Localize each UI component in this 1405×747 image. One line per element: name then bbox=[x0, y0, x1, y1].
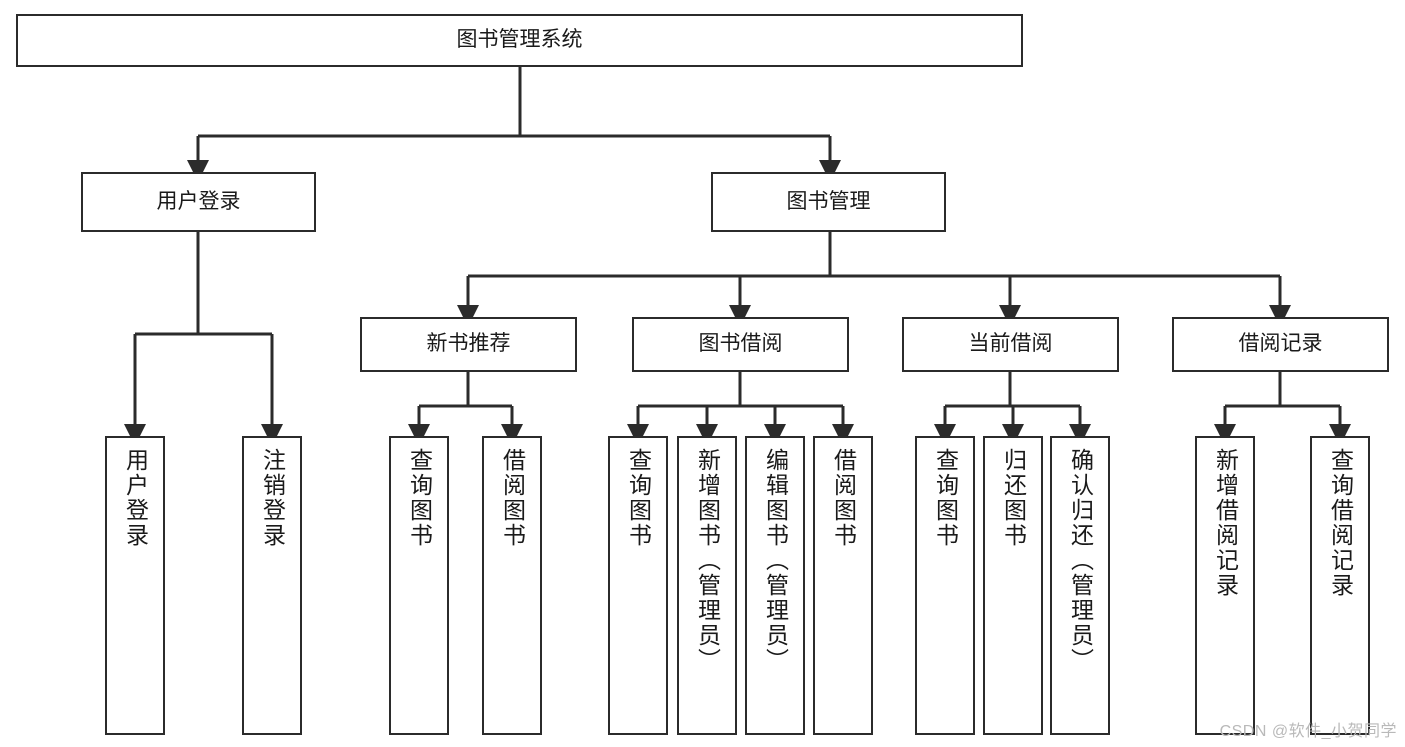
leaf-new-book-borrow[interactable]: 借阅图书 bbox=[482, 436, 542, 735]
arrowhead-leaf-5 bbox=[627, 424, 649, 446]
leaf-user-login-logout[interactable]: 注销登录 bbox=[242, 436, 302, 735]
leaf-label: 新增图书（管理员） bbox=[694, 448, 721, 673]
arrowhead-leaf-13 bbox=[1329, 424, 1351, 446]
leaf-label: 编辑图书（管理员） bbox=[762, 448, 789, 673]
leaf-borrow-edit-book-admin[interactable]: 编辑图书（管理员） bbox=[745, 436, 805, 735]
leaf-borrow-borrow-book[interactable]: 借阅图书 bbox=[813, 436, 873, 735]
node-root-book-management-system[interactable]: 图书管理系统 bbox=[16, 14, 1023, 67]
arrowhead-leaf-4 bbox=[501, 424, 523, 446]
leaf-label: 确认归还（管理员） bbox=[1067, 448, 1094, 673]
leaf-current-confirm-return-admin[interactable]: 确认归还（管理员） bbox=[1050, 436, 1110, 735]
node-book-management[interactable]: 图书管理 bbox=[711, 172, 946, 232]
leaf-label: 注销登录 bbox=[259, 448, 286, 548]
leaf-current-query-book[interactable]: 查询图书 bbox=[915, 436, 975, 735]
leaf-current-return-book[interactable]: 归还图书 bbox=[983, 436, 1043, 735]
arrowhead-new-book bbox=[457, 305, 479, 327]
arrowhead-leaf-1 bbox=[124, 424, 146, 446]
arrowhead-user-login bbox=[187, 160, 209, 182]
arrowhead-leaf-11 bbox=[1069, 424, 1091, 446]
arrowhead-leaf-7 bbox=[764, 424, 786, 446]
arrowhead-leaf-12 bbox=[1214, 424, 1236, 446]
arrowhead-leaf-9 bbox=[934, 424, 956, 446]
node-root-label: 图书管理系统 bbox=[456, 28, 583, 52]
node-new-book-recommend-label: 新书推荐 bbox=[426, 332, 511, 356]
node-book-management-label: 图书管理 bbox=[786, 189, 871, 213]
node-user-login[interactable]: 用户登录 bbox=[81, 172, 316, 232]
arrowhead-current-borrow bbox=[999, 305, 1021, 327]
leaf-record-add-record[interactable]: 新增借阅记录 bbox=[1195, 436, 1255, 735]
node-book-borrow-label: 图书借阅 bbox=[698, 332, 783, 356]
node-current-borrow[interactable]: 当前借阅 bbox=[902, 317, 1119, 372]
leaf-label: 借阅图书 bbox=[830, 448, 857, 548]
arrowhead-leaf-10 bbox=[1002, 424, 1024, 446]
node-book-borrow[interactable]: 图书借阅 bbox=[632, 317, 849, 372]
leaf-label: 新增借阅记录 bbox=[1212, 448, 1239, 598]
leaf-borrow-add-book-admin[interactable]: 新增图书（管理员） bbox=[677, 436, 737, 735]
node-borrow-record-label: 借阅记录 bbox=[1238, 332, 1323, 356]
leaf-label: 查询借阅记录 bbox=[1327, 448, 1354, 598]
node-new-book-recommend[interactable]: 新书推荐 bbox=[360, 317, 577, 372]
node-user-login-label: 用户登录 bbox=[156, 189, 241, 213]
leaf-label: 借阅图书 bbox=[499, 448, 526, 548]
leaf-label: 查询图书 bbox=[932, 448, 959, 548]
leaf-user-login-login[interactable]: 用户登录 bbox=[105, 436, 165, 735]
arrowhead-book-borrow bbox=[729, 305, 751, 327]
watermark-text: CSDN @软件_小贺同学 bbox=[1219, 723, 1397, 740]
arrowhead-borrow-record bbox=[1269, 305, 1291, 327]
leaf-label: 查询图书 bbox=[625, 448, 652, 548]
node-current-borrow-label: 当前借阅 bbox=[968, 332, 1053, 356]
arrowhead-leaf-8 bbox=[832, 424, 854, 446]
leaf-label: 用户登录 bbox=[122, 448, 149, 548]
node-borrow-record[interactable]: 借阅记录 bbox=[1172, 317, 1389, 372]
arrowhead-book-manage bbox=[819, 160, 841, 182]
leaf-new-book-query[interactable]: 查询图书 bbox=[389, 436, 449, 735]
arrowhead-leaf-6 bbox=[696, 424, 718, 446]
leaf-record-query-record[interactable]: 查询借阅记录 bbox=[1310, 436, 1370, 735]
arrowhead-leaf-3 bbox=[408, 424, 430, 446]
arrowheads bbox=[124, 160, 1351, 446]
leaf-label: 查询图书 bbox=[406, 448, 433, 548]
arrowhead-leaf-2 bbox=[261, 424, 283, 446]
leaf-label: 归还图书 bbox=[1000, 448, 1027, 548]
leaf-borrow-query-book[interactable]: 查询图书 bbox=[608, 436, 668, 735]
